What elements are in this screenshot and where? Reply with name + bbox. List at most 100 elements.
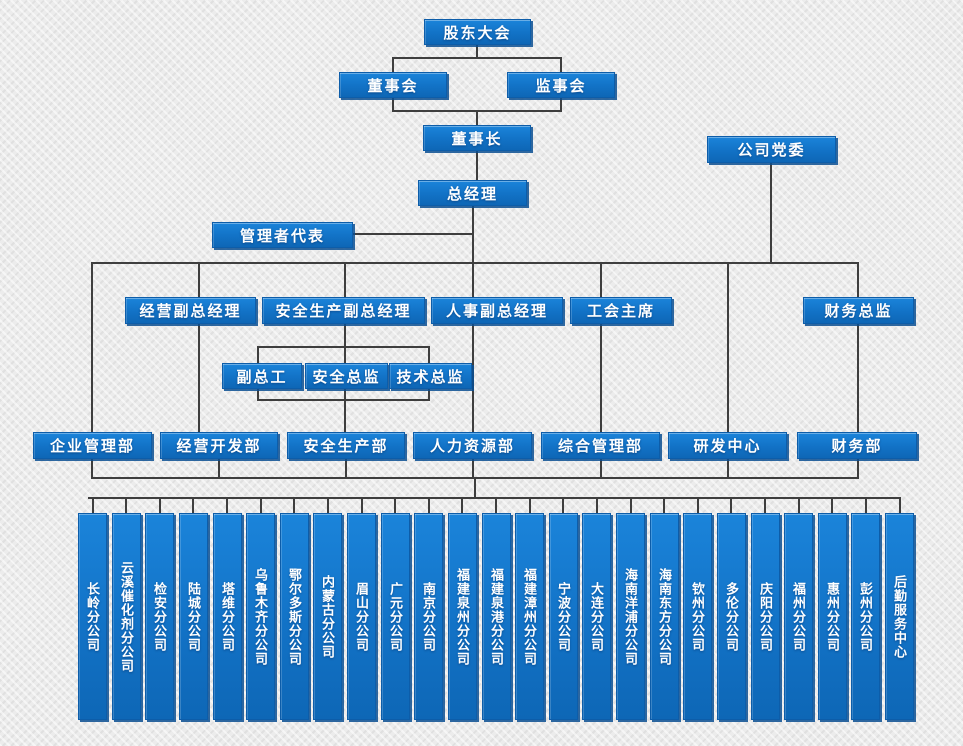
connector-line (730, 497, 732, 514)
connector-line (293, 497, 295, 514)
connector-line (857, 458, 859, 479)
connector-line (899, 497, 901, 514)
connector-line (630, 497, 632, 514)
branch-node: 后勤服务中心 (885, 513, 914, 720)
branch-node: 南京分公司 (414, 513, 443, 720)
connector-line (770, 161, 772, 264)
connector-line (394, 497, 396, 514)
dept-human-resources: 人力资源部 (413, 432, 532, 459)
connector-line (88, 497, 901, 499)
safety-director: 安全总监 (305, 363, 388, 389)
branch-node: 福州分公司 (784, 513, 813, 720)
branch-node: 检安分公司 (145, 513, 174, 720)
branch-node: 塔维分公司 (213, 513, 242, 720)
branch-node: 云溪催化剂分公司 (112, 513, 141, 720)
connector-line (472, 262, 474, 298)
connector-line (218, 458, 220, 479)
connector-line (352, 233, 474, 235)
connector-line (600, 323, 602, 433)
dept-enterprise-management: 企业管理部 (33, 432, 152, 459)
connector-line (392, 96, 394, 112)
dept-business-development: 经营开发部 (160, 432, 278, 459)
connector-line (392, 57, 562, 59)
connector-line (91, 262, 859, 264)
connector-line (831, 497, 833, 514)
connector-line (91, 262, 93, 433)
branch-node: 乌鲁木齐分公司 (246, 513, 275, 720)
board-of-directors: 董事会 (339, 72, 447, 98)
branch-node: 长岭分公司 (78, 513, 107, 720)
connector-line (91, 458, 93, 479)
dept-general-management: 综合管理部 (541, 432, 660, 459)
connector-line (596, 497, 598, 514)
connector-line (345, 458, 347, 479)
vp-operations: 经营副总经理 (125, 297, 256, 324)
connector-line (260, 497, 262, 514)
finance-director: 财务总监 (803, 297, 914, 324)
connector-line (198, 262, 200, 298)
connector-line (461, 497, 463, 514)
general-manager: 总经理 (418, 180, 527, 206)
connector-line (600, 458, 602, 479)
connector-line (857, 262, 859, 298)
connector-line (798, 497, 800, 514)
branch-node: 福建泉港分公司 (482, 513, 511, 720)
chairman: 董事长 (423, 125, 531, 151)
connector-line (159, 497, 161, 514)
company-party-committee: 公司党委 (707, 136, 836, 163)
shareholders-meeting: 股东大会 (424, 19, 531, 45)
connector-line (600, 262, 602, 298)
connector-line (392, 57, 394, 73)
branch-node: 福建漳州分公司 (515, 513, 544, 720)
connector-line (562, 497, 564, 514)
connector-line (857, 323, 859, 433)
connector-line (727, 262, 729, 433)
connector-line (560, 57, 562, 73)
connector-line (663, 497, 665, 514)
technical-director: 技术总监 (389, 363, 472, 389)
connector-line (529, 497, 531, 514)
labor-union-chairman: 工会主席 (570, 297, 672, 324)
connector-line (476, 43, 478, 59)
branch-node: 钦州分公司 (683, 513, 712, 720)
connector-line (192, 497, 194, 514)
connector-line (697, 497, 699, 514)
connector-line (327, 497, 329, 514)
connector-line (226, 497, 228, 514)
branch-node: 大连分公司 (582, 513, 611, 720)
connector-line (257, 346, 430, 348)
connector-line (476, 150, 478, 181)
branch-node: 鄂尔多斯分公司 (280, 513, 309, 720)
connector-line (560, 96, 562, 112)
branch-node: 广元分公司 (381, 513, 410, 720)
branch-node: 彭州分公司 (851, 513, 880, 720)
connector-line (428, 497, 430, 514)
connector-line (344, 262, 346, 298)
branch-node: 惠州分公司 (818, 513, 847, 720)
connector-line (472, 323, 474, 433)
dept-finance: 财务部 (797, 432, 917, 459)
connector-line (92, 497, 94, 514)
dept-safety-production: 安全生产部 (287, 432, 405, 459)
connector-line (727, 458, 729, 479)
vp-safety-production: 安全生产副总经理 (262, 297, 425, 324)
branch-node: 内蒙古分公司 (313, 513, 342, 720)
connector-line (495, 497, 497, 514)
deputy-chief-engineer: 副总工 (222, 363, 302, 389)
connector-line (865, 497, 867, 514)
connector-line (257, 399, 430, 401)
connector-line (361, 497, 363, 514)
branch-node: 眉山分公司 (347, 513, 376, 720)
branch-node: 多伦分公司 (717, 513, 746, 720)
connector-line (474, 477, 476, 499)
branch-node: 陆城分公司 (179, 513, 208, 720)
branch-node: 宁波分公司 (549, 513, 578, 720)
branch-node: 庆阳分公司 (751, 513, 780, 720)
connector-line (125, 497, 127, 514)
connector-line (472, 458, 474, 479)
connector-line (764, 497, 766, 514)
rd-center: 研发中心 (668, 432, 787, 459)
supervisory-board: 监事会 (507, 72, 615, 98)
connector-line (476, 110, 478, 126)
branch-node: 海南东方分公司 (650, 513, 679, 720)
